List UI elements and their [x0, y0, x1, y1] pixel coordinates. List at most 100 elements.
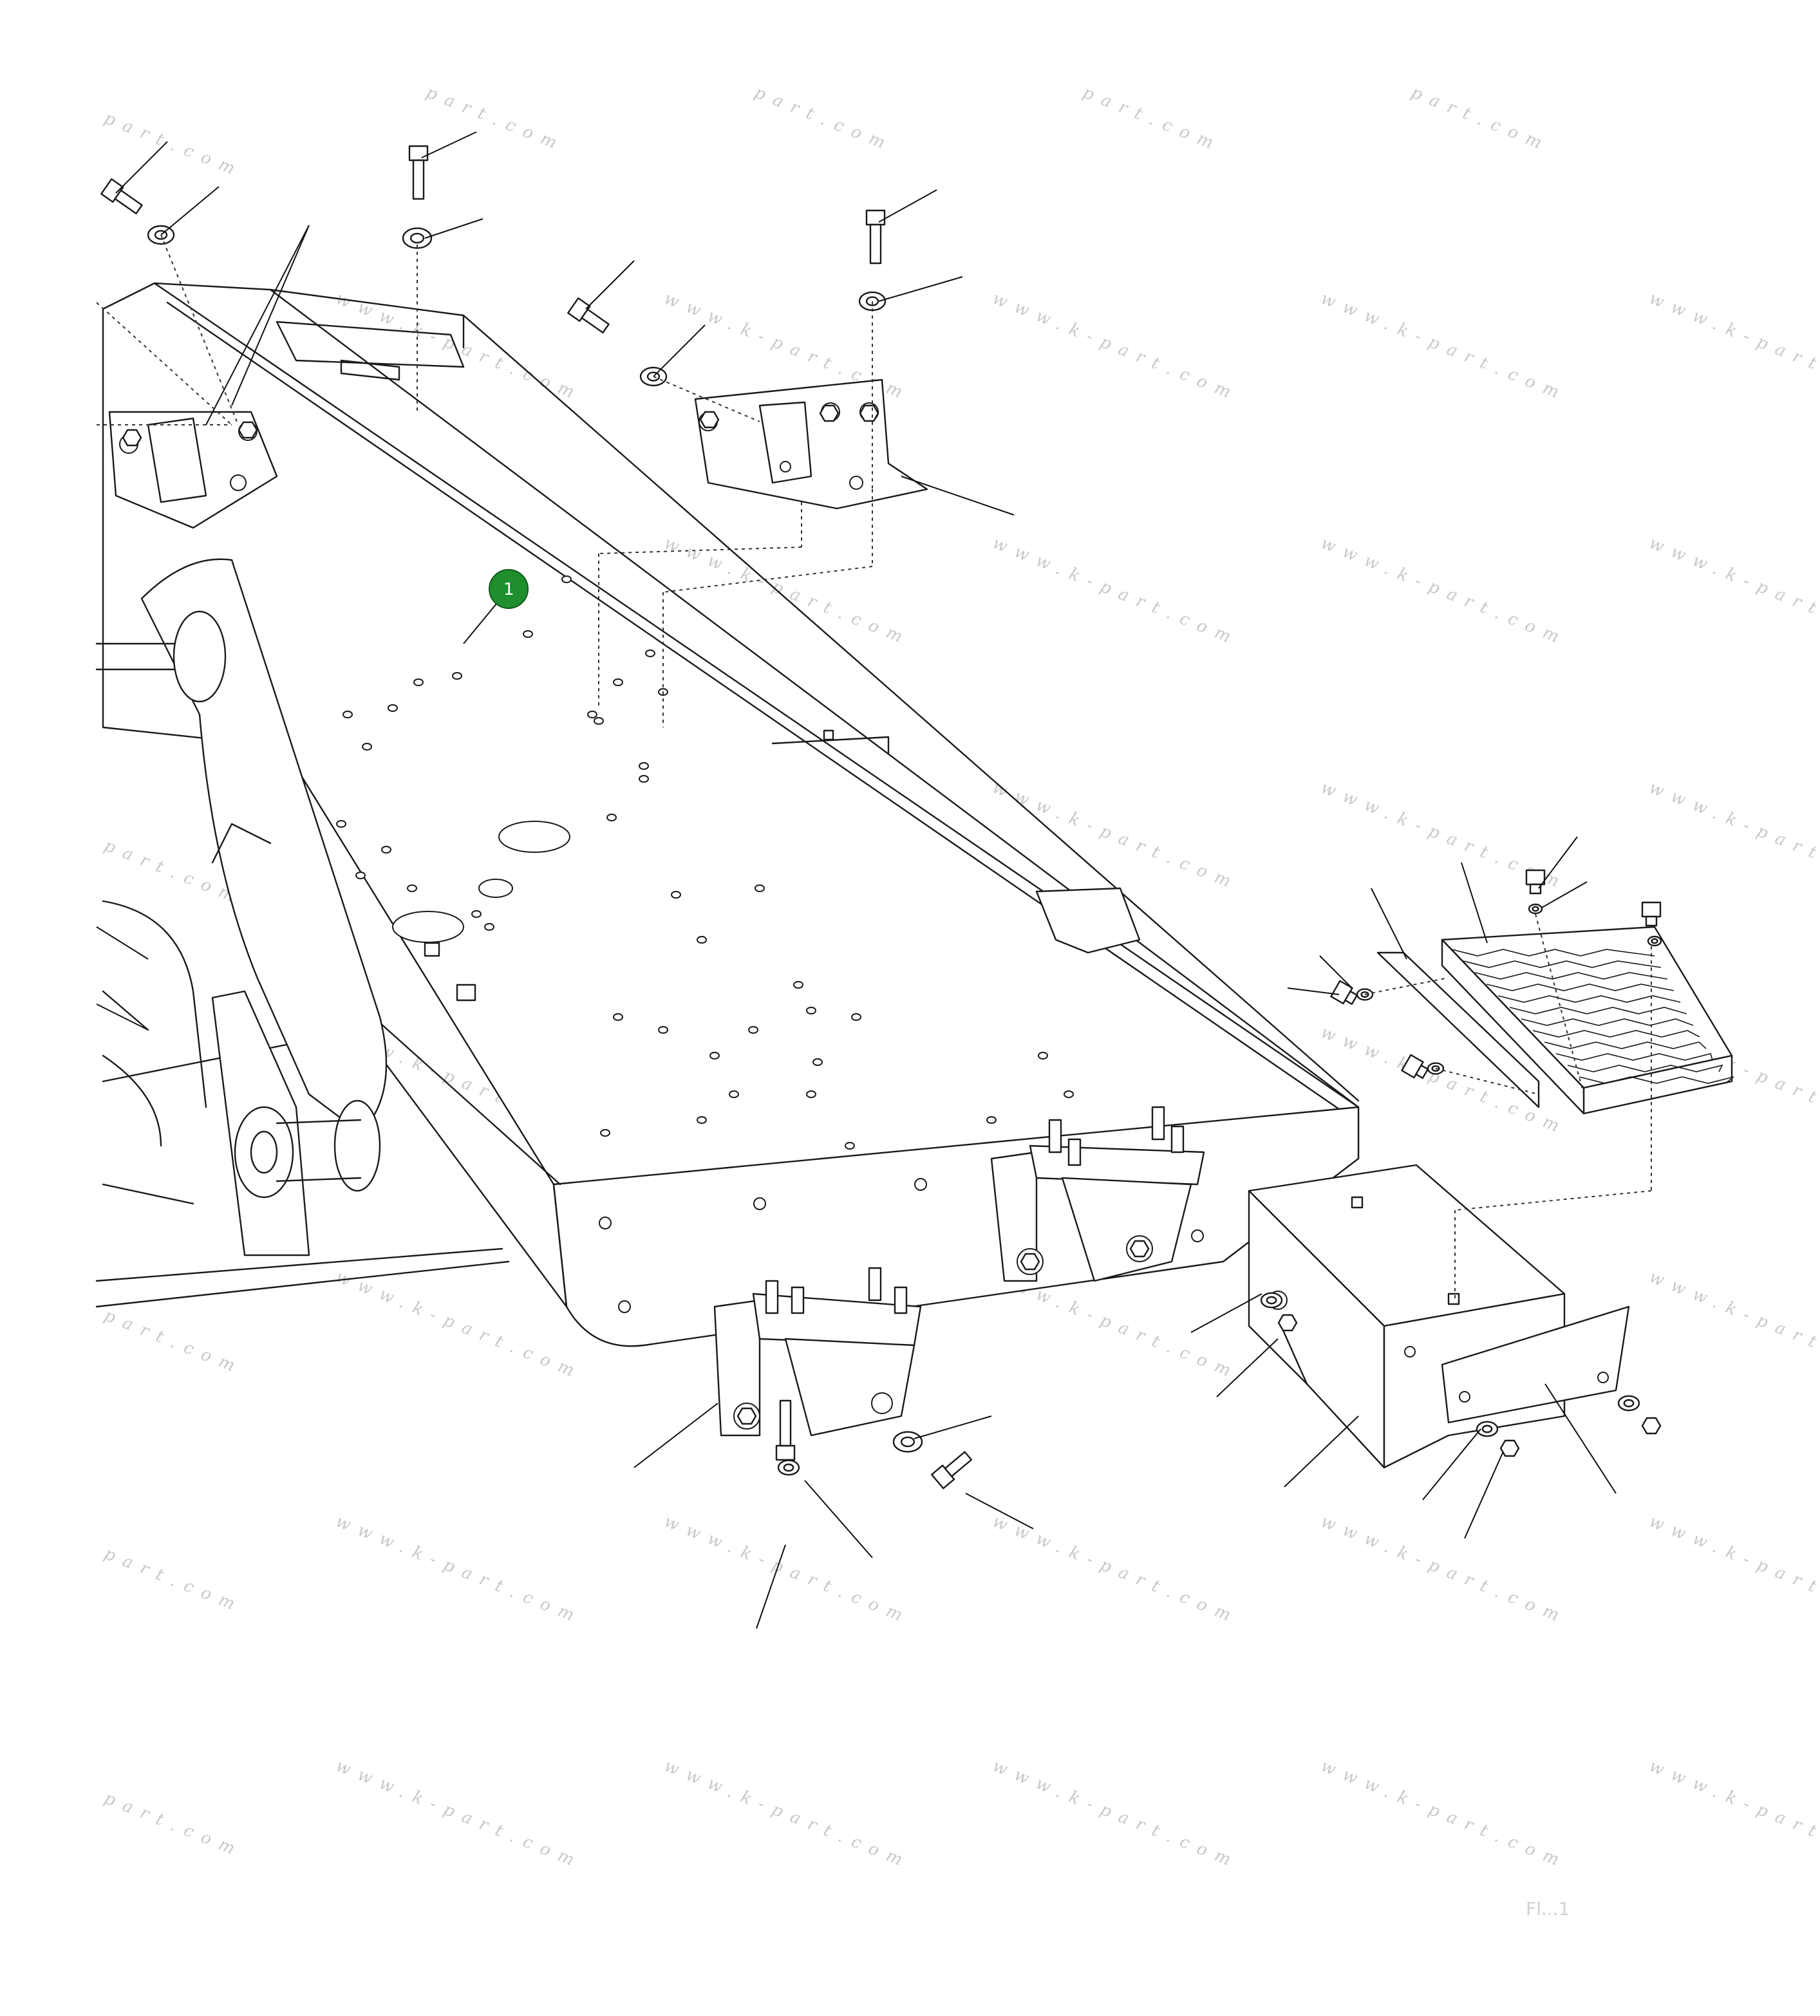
leader-line [633, 1403, 718, 1468]
leader-line [421, 131, 477, 158]
assembly-line [1535, 913, 1584, 1095]
watermark-text: part.com [1080, 83, 1224, 156]
deck-hole [413, 678, 424, 686]
watermark-text: www.k-part.com [333, 1267, 585, 1384]
deck-hole [851, 1013, 861, 1021]
watermark-text: www.k-part.com [1646, 534, 1820, 650]
deck-hole [986, 1116, 997, 1124]
upper-left-mount [108, 411, 278, 529]
grate-line [1451, 949, 1655, 957]
watermark-text: www.k-part.com [1318, 289, 1570, 406]
assembly-dashed-lines [96, 234, 1652, 1300]
leader-line [96, 926, 149, 960]
nut-icon [859, 404, 879, 422]
grate-line [1567, 1064, 1723, 1072]
deck-hole [484, 923, 494, 931]
leader-line [160, 186, 220, 236]
washer-icon [777, 1459, 800, 1476]
washer-icon [892, 1431, 923, 1453]
callout-1-label: 1 [503, 580, 514, 599]
grate-line [1497, 995, 1681, 1003]
washer-icon [1260, 1292, 1283, 1309]
watermark-text: www.k-part.com [1646, 289, 1820, 406]
watermark-text: www.k-part.com [990, 534, 1242, 650]
nut-icon [699, 411, 720, 429]
grate-line [1509, 1007, 1687, 1014]
leader-line [1541, 881, 1588, 908]
watermark-text: www.k-part.com [661, 1757, 914, 1873]
nut-icon [238, 421, 258, 439]
leader-line [914, 1415, 992, 1439]
leader-line [1190, 1293, 1262, 1333]
bolt-icon [408, 145, 429, 200]
deck-hole [587, 711, 597, 718]
leader-line [96, 1003, 149, 1031]
deck-hole [594, 717, 604, 725]
grate-pattern [1451, 949, 1734, 1084]
watermark-text: www.k-part.com [990, 1512, 1242, 1629]
bolt-icon [567, 297, 610, 333]
watermark-text: www.k-part.com [990, 289, 1242, 406]
bolt-icon [1330, 980, 1358, 1005]
deck-hole [355, 872, 366, 879]
deck-hole [806, 1007, 816, 1014]
deck-hole [793, 981, 803, 989]
nut-icon [1641, 1417, 1662, 1435]
watermark-text: part.com [423, 83, 568, 156]
watermark-text: part.com [1408, 83, 1553, 156]
deck-hole [561, 575, 572, 583]
deck-hole [606, 814, 617, 821]
leader-line [1544, 1383, 1617, 1494]
nut-icon [736, 1407, 757, 1425]
deck-hole [755, 884, 765, 892]
leader-line [424, 218, 483, 239]
nut-icon [1277, 1314, 1298, 1332]
grate-line [1555, 1053, 1713, 1061]
deck-hole [812, 1058, 823, 1066]
bolt-icon [865, 209, 886, 265]
bolt-icon [1401, 1054, 1429, 1079]
deck-hole [1038, 1052, 1048, 1059]
leader-line [585, 260, 635, 310]
watermark-text: www.k-part.com [1318, 1512, 1570, 1629]
watermark-text: part.com [101, 109, 246, 182]
washer-icon [1528, 903, 1543, 915]
callout-1[interactable]: 1 [489, 569, 529, 609]
deck-hole [645, 649, 655, 657]
assembly-line [96, 302, 232, 425]
leader-line [901, 476, 1015, 516]
deck-hole [748, 1026, 758, 1034]
leader-line [115, 141, 168, 194]
grate-line [1474, 972, 1668, 980]
bolt-icon [775, 1399, 796, 1461]
watermark-text: www.k-part.com [1318, 534, 1570, 650]
watermark-text: www.k-part.com [1646, 1757, 1820, 1873]
watermark-text: www.k-part.com [333, 1512, 585, 1629]
deck-hole [600, 1129, 610, 1137]
assembly-line [598, 546, 802, 554]
watermark-text: www.k-part.com [1646, 778, 1820, 895]
fasteners [100, 145, 1662, 1489]
bolt-icon [1641, 901, 1662, 927]
leader-line [205, 225, 310, 425]
watermark-text: www.k-part.com [661, 1512, 914, 1629]
deck-hole [342, 711, 353, 718]
washer-icon [1476, 1421, 1499, 1437]
leader-line [1461, 862, 1488, 944]
leader-line [1284, 1415, 1359, 1488]
deck-hole [697, 1116, 707, 1124]
leader-line [1216, 1338, 1279, 1397]
deck-hole [471, 910, 482, 918]
washer-icon [402, 227, 433, 249]
deck-hole [407, 884, 417, 892]
grate-line [1463, 960, 1662, 968]
assembly-line [1454, 1190, 1652, 1211]
deck-hole [381, 846, 391, 854]
bolt-icon [931, 1451, 973, 1489]
leader-line [878, 189, 937, 223]
grate-line [1579, 1076, 1734, 1084]
leader-line [756, 1544, 786, 1629]
nut-icon [1129, 1240, 1150, 1258]
watermark-text: www.k-part.com [1318, 1757, 1570, 1873]
